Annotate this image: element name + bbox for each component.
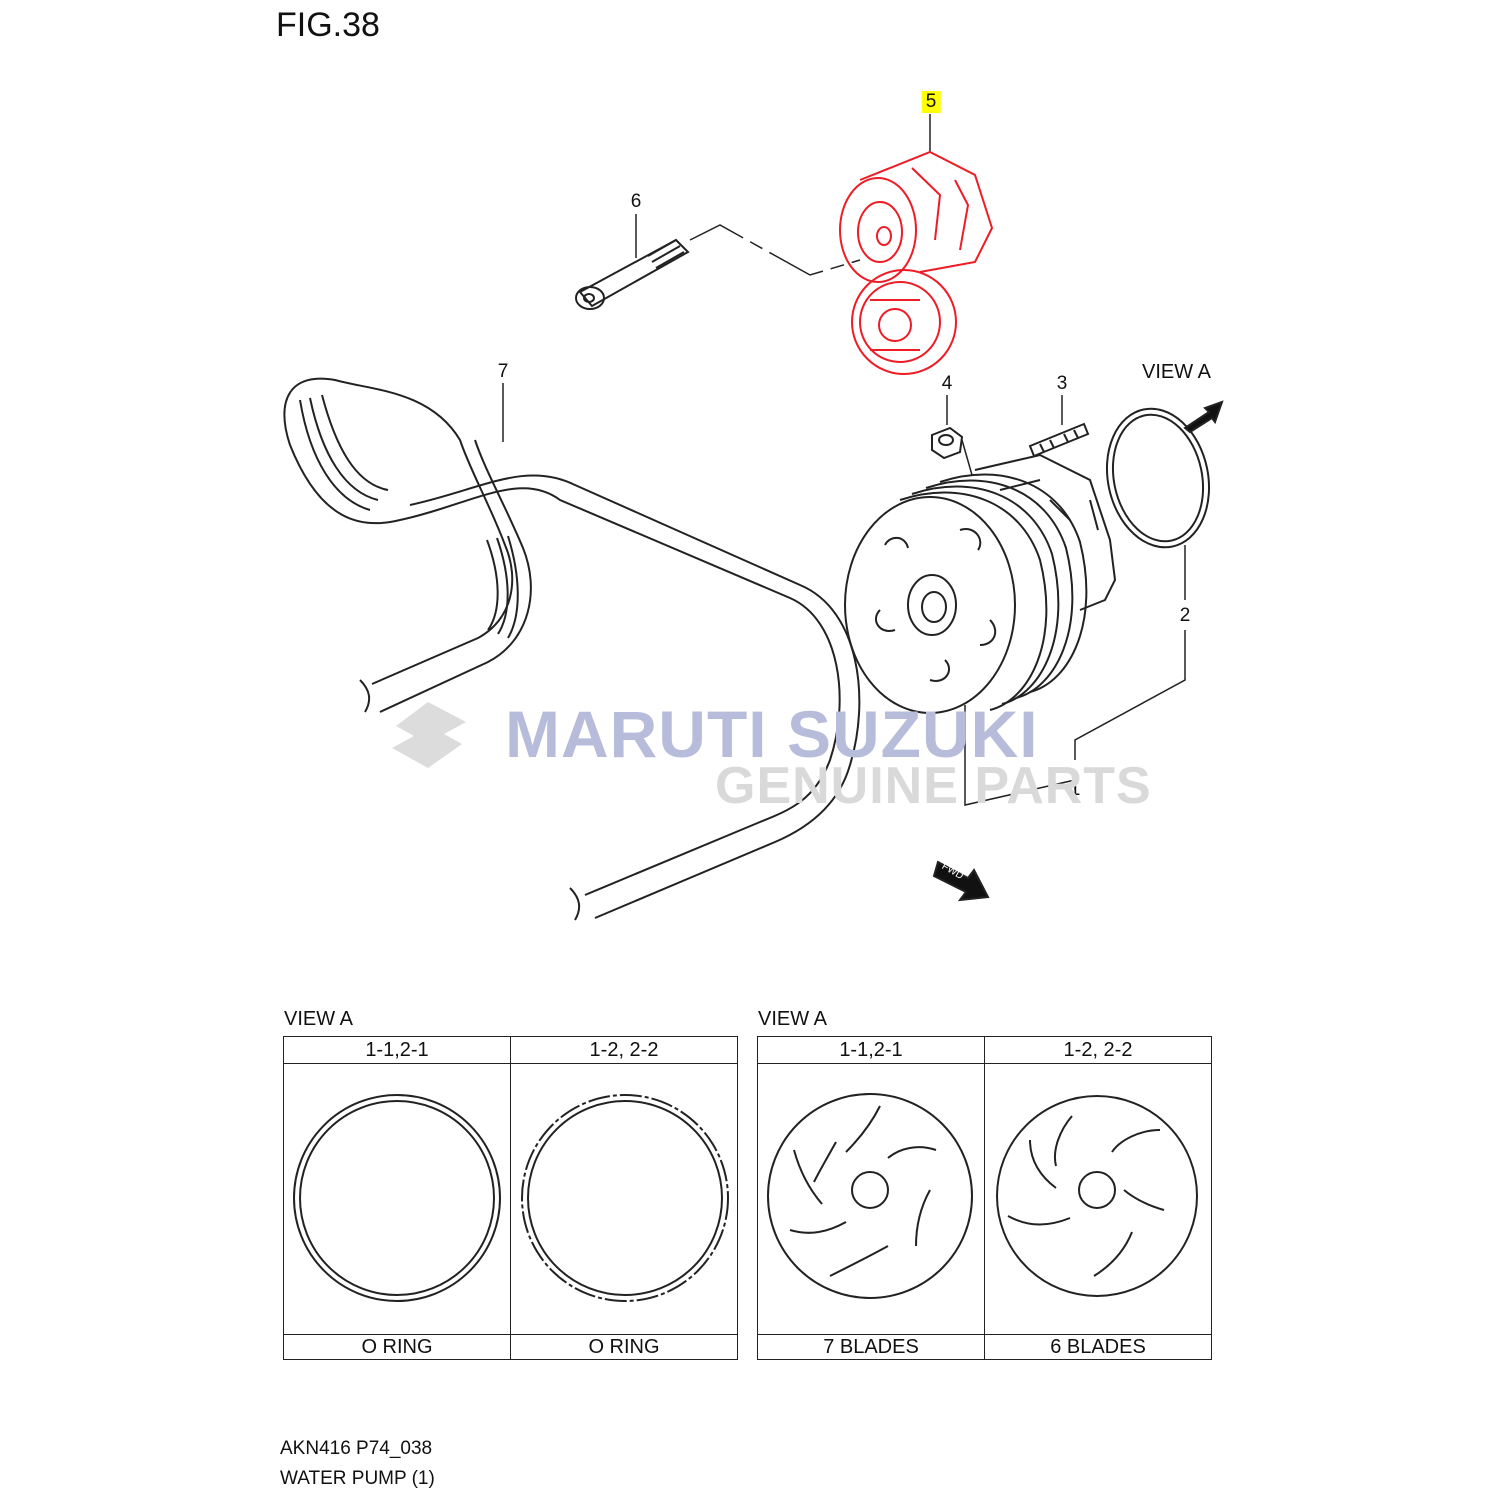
bolt[interactable]: [575, 238, 690, 310]
watermark-sub: GENUINE PARTS: [715, 757, 1152, 815]
callout-5[interactable]: 5: [921, 91, 941, 113]
col-caption: 7 BLADES: [757, 1334, 985, 1360]
gasket-o-ring[interactable]: [1095, 399, 1222, 557]
watermark-main: MARUTI SUZUKI: [505, 697, 1039, 771]
callout-1[interactable]: 1: [1069, 779, 1081, 800]
view-a-arrow: [1183, 400, 1224, 434]
stud[interactable]: [1028, 422, 1090, 458]
callout-3[interactable]: 3: [1056, 373, 1068, 394]
callout-7[interactable]: 7: [497, 361, 509, 382]
callout-6[interactable]: 6: [630, 191, 642, 212]
leader-lines: [502, 114, 1186, 806]
figure-cell: [283, 1063, 511, 1335]
belt-tensioner-assembly[interactable]: [839, 150, 994, 375]
suzuki-logo-icon: [392, 702, 466, 768]
view-a-table-o-rings: 1-1,2-1 1-2, 2-2 O RING O RING: [283, 1036, 738, 1360]
col-header: 1-2, 2-2: [984, 1036, 1212, 1064]
col-header: 1-1,2-1: [283, 1036, 511, 1064]
callout-2[interactable]: 2: [1179, 605, 1191, 626]
callout-4[interactable]: 4: [941, 373, 953, 394]
col-caption: 6 BLADES: [984, 1334, 1212, 1360]
col-header: 1-2, 2-2: [510, 1036, 738, 1064]
nut[interactable]: [931, 426, 964, 460]
col-caption: O RING: [510, 1334, 738, 1360]
figure-cell: [757, 1063, 985, 1335]
view-a-title-2: VIEW A: [758, 1008, 827, 1030]
figure-cell: [984, 1063, 1212, 1335]
figure-cell: [510, 1063, 738, 1335]
drive-belt[interactable]: [283, 377, 861, 921]
fwd-arrow-icon: [932, 860, 990, 902]
col-header: 1-1,2-1: [757, 1036, 985, 1064]
footer-code: AKN416 P74_038: [280, 1438, 433, 1459]
footer-title: WATER PUMP (1): [280, 1468, 435, 1489]
view-a-label: VIEW A: [1142, 361, 1211, 383]
col-caption: O RING: [283, 1334, 511, 1360]
figure-title: FIG.38: [276, 6, 380, 44]
view-a-table-impellers: 1-1,2-1 1-2, 2-2 7 BLADES 6 BLADES: [757, 1036, 1212, 1360]
view-a-title-1: VIEW A: [284, 1008, 353, 1030]
water-pump[interactable]: [844, 453, 1117, 714]
